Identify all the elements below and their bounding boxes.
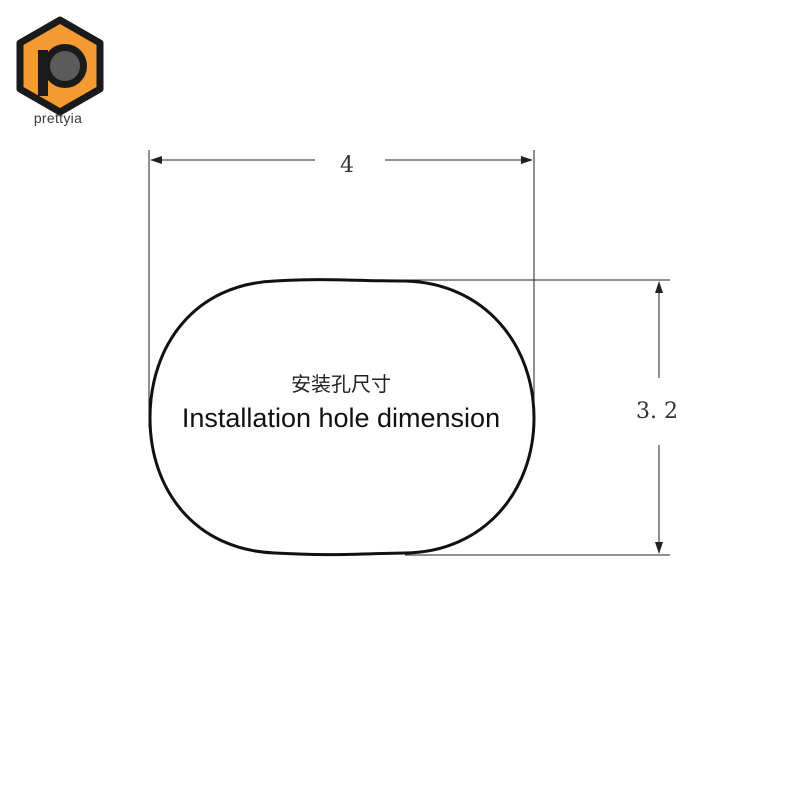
width-arrow-left	[150, 156, 162, 164]
hexagon-p-logo-icon	[16, 16, 104, 116]
logo-circle	[50, 51, 80, 81]
height-arrow-bottom	[655, 542, 663, 554]
label-english: Installation hole dimension	[182, 403, 500, 433]
brand-logo	[10, 16, 110, 146]
label-chinese: 安装孔尺寸	[291, 372, 391, 396]
installation-hole-outline	[148, 278, 536, 557]
height-label: 3. 2	[636, 399, 678, 424]
height-arrow-top	[655, 281, 663, 293]
width-label: 4	[340, 153, 354, 178]
width-arrow-right	[521, 156, 533, 164]
brand-name: prettyia	[33, 110, 83, 126]
logo-p-stem	[38, 50, 48, 96]
